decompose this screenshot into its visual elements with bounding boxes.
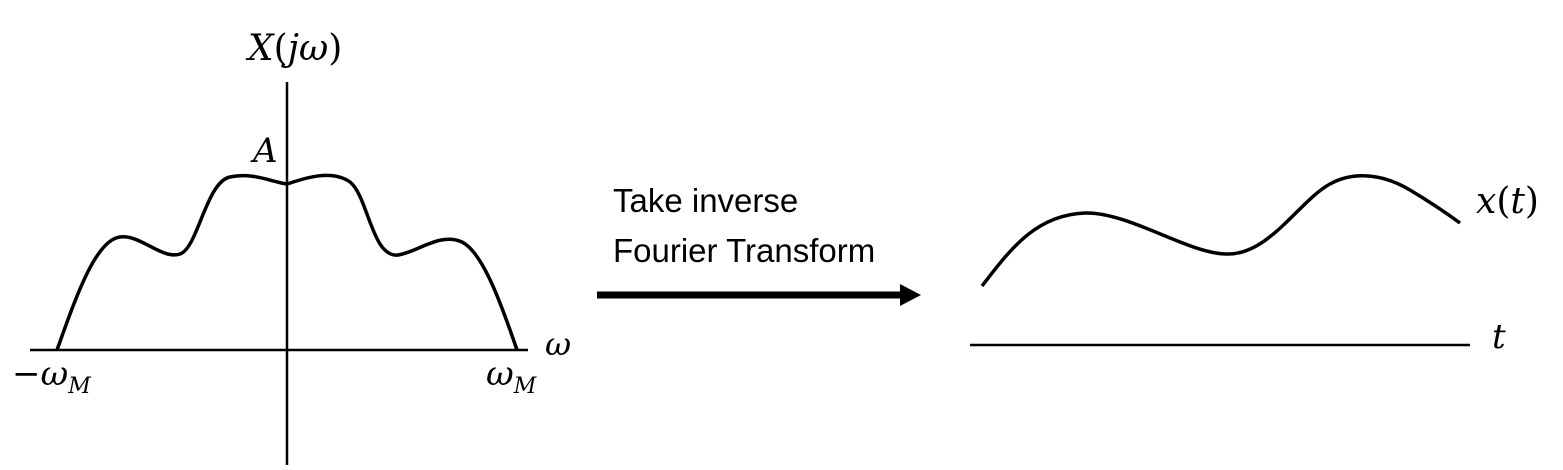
- left-limit-sub: M: [67, 374, 91, 399]
- transform-text-line1: Take inverse: [613, 182, 798, 219]
- peak-label: A: [250, 131, 278, 171]
- spectrum-curve: [55, 173, 519, 351]
- left-limit-label: −ωM: [12, 354, 91, 399]
- left-limit-base: ω: [41, 354, 69, 394]
- spectrum-panel: X(jω) A ω −ωM ωM: [12, 28, 571, 465]
- signal-panel: x(t) t: [970, 173, 1539, 357]
- signal-label-open: (: [1496, 181, 1510, 222]
- spectrum-y-label-main: X: [245, 28, 275, 69]
- transform-panel: Take inverse Fourier Transform: [597, 182, 921, 306]
- signal-label-close: ): [1525, 181, 1539, 222]
- transform-arrow-head: [900, 284, 921, 306]
- time-axis-label: t: [1492, 317, 1506, 357]
- omega-axis-label: ω: [545, 325, 571, 363]
- spectrum-y-label: X(jω): [245, 28, 342, 69]
- spectrum-y-label-open: (: [274, 28, 288, 69]
- right-limit-label: ωM: [486, 354, 537, 399]
- right-limit-sub: M: [513, 374, 537, 399]
- signal-curve: [980, 173, 1462, 288]
- spectrum-y-label-arg: jω: [281, 28, 329, 69]
- spectrum-y-label-close: ): [328, 28, 342, 69]
- transform-text-line2: Fourier Transform: [613, 232, 875, 269]
- signal-label-arg: t: [1510, 181, 1525, 222]
- left-limit-sign: −: [12, 354, 41, 394]
- signal-label-main: x: [1476, 181, 1496, 222]
- signal-label: x(t): [1476, 181, 1539, 222]
- right-limit-base: ω: [486, 354, 514, 394]
